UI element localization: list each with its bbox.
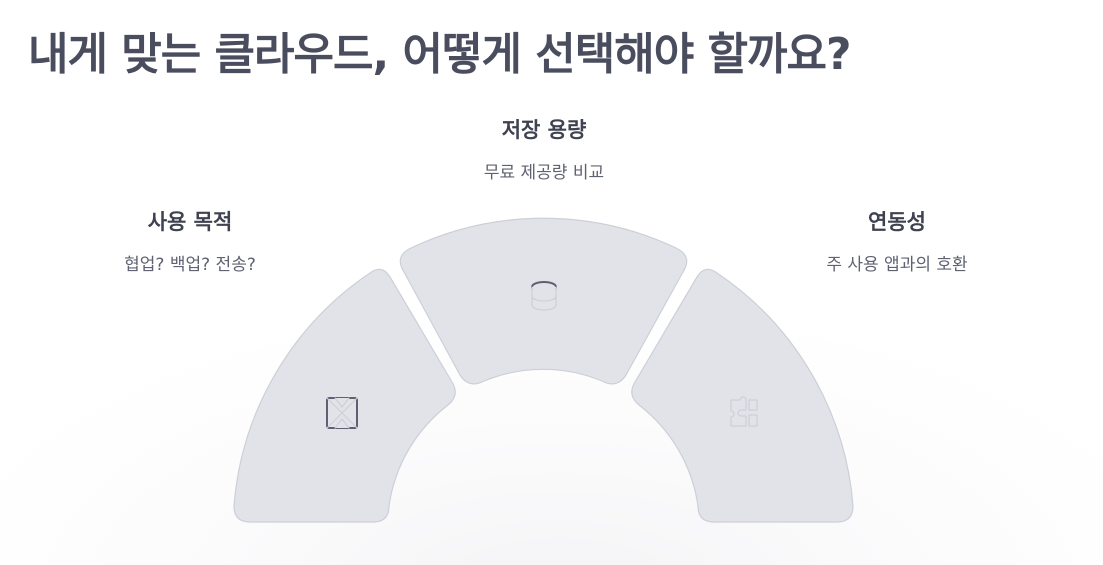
- cross-arrows-icon: [326, 397, 358, 429]
- puzzle-icon: [730, 396, 758, 427]
- page-title: 내게 맞는 클라우드, 어떻게 선택해야 할까요?: [28, 29, 851, 80]
- segment-desc-storage: 무료 제공량 비교: [483, 163, 605, 183]
- segment-name-purpose: 사용 목적: [147, 210, 233, 234]
- database-icon: [531, 281, 557, 311]
- segment-integration[interactable]: [631, 268, 854, 523]
- label-purpose: 사용 목적 협업? 백업? 전송?: [90, 206, 290, 275]
- segment-purpose[interactable]: [233, 268, 456, 523]
- segment-name-integration: 연동성: [868, 210, 926, 234]
- segment-name-storage: 저장 용량: [501, 118, 587, 142]
- segment-desc-integration: 주 사용 앱과의 호환: [826, 255, 968, 275]
- segment-storage[interactable]: [399, 217, 688, 385]
- label-storage: 저장 용량 무료 제공량 비교: [444, 114, 644, 183]
- label-integration: 연동성 주 사용 앱과의 호환: [797, 206, 997, 275]
- segment-desc-purpose: 협업? 백업? 전송?: [124, 255, 256, 275]
